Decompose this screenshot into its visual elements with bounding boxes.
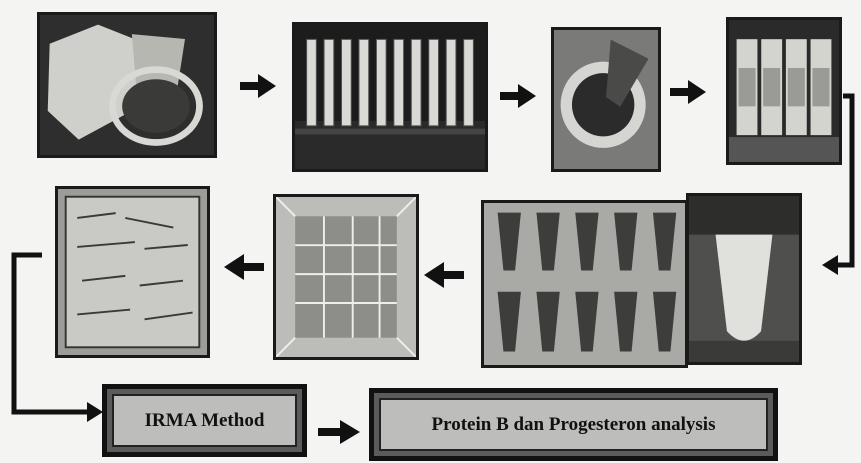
tissue-sample-photo xyxy=(37,12,217,158)
arrow-right-icon xyxy=(500,84,536,108)
arrow-right-icon xyxy=(670,80,706,104)
protein-progesteron-analysis-box: Protein B dan Progesteron analysis xyxy=(369,388,778,461)
labeled-sample-bag-photo xyxy=(55,186,210,358)
arrow-right-icon xyxy=(240,74,276,98)
irma-method-box: IRMA Method xyxy=(102,384,307,457)
centrifuge-tubes-photo xyxy=(726,17,842,165)
arrow-right-icon xyxy=(318,420,360,444)
freezer-rack-photo xyxy=(273,194,419,360)
tube-rack-photo xyxy=(292,22,488,172)
irma-method-label: IRMA Method xyxy=(112,394,297,447)
mortar-grinding-photo xyxy=(551,27,661,172)
analysis-label: Protein B dan Progesteron analysis xyxy=(379,398,768,451)
microtube-photo xyxy=(686,193,802,365)
eppendorf-tubes-photo xyxy=(481,200,688,368)
arrow-left-icon xyxy=(224,254,264,280)
arrow-left-icon xyxy=(424,262,464,288)
